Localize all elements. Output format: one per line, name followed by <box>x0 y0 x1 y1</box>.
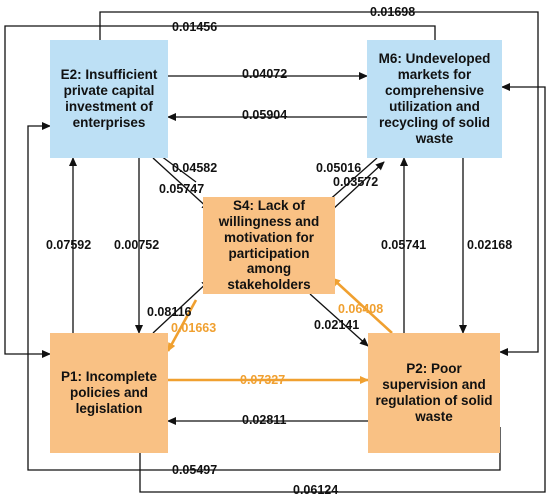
edge-label-m6-p2: 0.02168 <box>467 238 513 252</box>
edge-s4-p2 <box>309 293 369 347</box>
edge-m6-p1 <box>4 25 436 358</box>
edge-p1-s4 <box>152 279 211 334</box>
node-e2-label: E2: Insufficient private capital investm… <box>60 67 158 130</box>
node-p2: P2: Poor supervision and regulation of s… <box>368 333 500 453</box>
edge-label-m6-p1: 0.01456 <box>172 20 218 34</box>
node-p1-label: P1: Incomplete policies and legislation <box>60 369 158 416</box>
node-s4-label: S4: Lack of willingness and motivation f… <box>218 197 320 293</box>
edge-label-s4-e2: 0.04582 <box>172 161 218 175</box>
edge-label-e2-m6: 0.04072 <box>242 67 288 81</box>
node-m6: M6: Undeveloped markets for comprehensiv… <box>367 40 502 158</box>
edge-p2-e2 <box>27 122 501 471</box>
edge-s4-m6 <box>331 161 385 211</box>
edge-label-p1-m6: 0.06124 <box>293 483 339 497</box>
edge-label-s4-p2: 0.02141 <box>314 318 360 332</box>
edge-p1-m6 <box>139 83 546 493</box>
edge-label-e2-p1: 0.00752 <box>114 238 160 252</box>
node-e2: E2: Insufficient private capital investm… <box>50 40 168 158</box>
node-m6-label: M6: Undeveloped markets for comprehensiv… <box>378 51 491 146</box>
edge-e2-p2 <box>99 11 539 356</box>
node-s4: S4: Lack of willingness and motivation f… <box>203 197 335 294</box>
edge-label-m6-s4: 0.05016 <box>316 161 362 175</box>
edge-label-m6-e2: 0.05904 <box>242 108 288 122</box>
node-p2-label: P2: Poor supervision and regulation of s… <box>375 361 493 424</box>
edge-label-p1-s4: 0.08116 <box>147 305 192 319</box>
node-p1: P1: Incomplete policies and legislation <box>50 333 168 453</box>
edge-p2-s4 <box>331 277 393 334</box>
edge-label-p1-p2: 0.07327 <box>240 373 286 387</box>
edge-label-s4-m6: 0.03572 <box>333 175 379 189</box>
edge-label-e2-p2: 0.01698 <box>370 5 416 19</box>
edge-e2-s4 <box>152 157 211 211</box>
edge-label-s4-p1: 0.01663 <box>171 321 217 335</box>
edge-label-p1-e2: 0.07592 <box>46 238 92 252</box>
edge-label-p2-m6: 0.05741 <box>381 238 427 252</box>
edge-label-p2-p1: 0.02811 <box>242 413 287 427</box>
edge-label-p2-e2: 0.05497 <box>172 463 218 477</box>
edge-s4-p1 <box>166 299 198 352</box>
edge-label-e2-s4: 0.05747 <box>159 182 205 196</box>
edge-label-p2-s4: 0.06408 <box>338 302 384 316</box>
